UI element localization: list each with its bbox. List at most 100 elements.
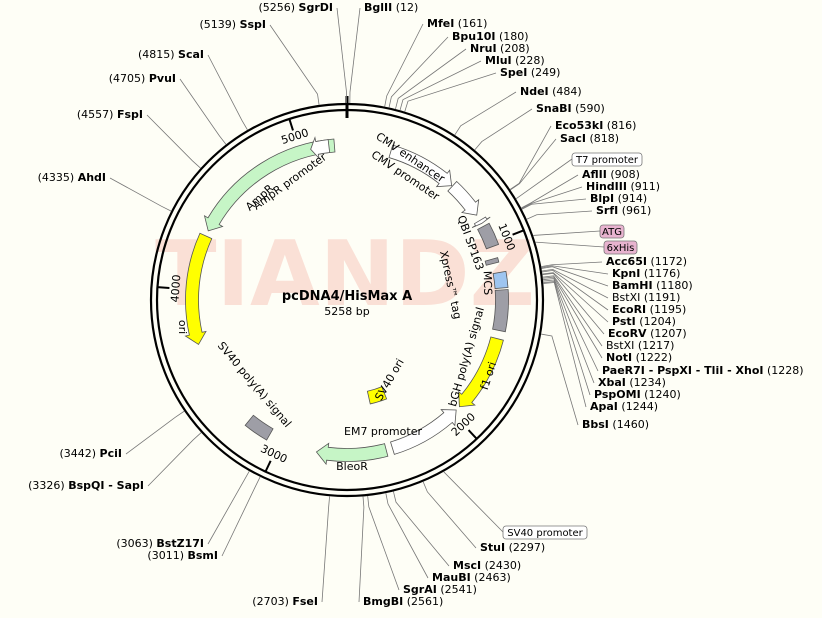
site-name: HindIII xyxy=(586,180,627,193)
feature-label-bleor: BleoR xyxy=(336,460,368,473)
site-position: (911) xyxy=(627,180,660,193)
site-name: PaeR7I - PspXI - TliI - XhoI xyxy=(602,364,764,377)
leader-line-aflii xyxy=(521,174,579,209)
site-position: (4557) xyxy=(77,108,117,121)
site-label-bstz17i: (3063) BstZ17I xyxy=(116,537,204,550)
site-label-ecori: EcoRI (1195) xyxy=(612,303,686,316)
site-name: EcoRI xyxy=(612,303,646,316)
leader-line-pvui xyxy=(179,78,227,145)
site-position: (1460) xyxy=(609,418,649,431)
site-label-pvui: (4705) PvuI xyxy=(109,72,176,85)
feature-cmv-promoter xyxy=(447,180,480,216)
site-label-pcii: (3442) PciI xyxy=(59,447,122,460)
callout-line-sv40-promoter xyxy=(443,471,504,533)
callout-box-atg xyxy=(599,224,625,239)
leader-line-pspomi xyxy=(543,281,591,396)
site-name: BamHI xyxy=(612,279,653,292)
feature-mcs xyxy=(492,270,509,289)
site-name: SgrAI xyxy=(403,583,437,596)
leader-line-ecorv xyxy=(542,272,605,335)
feature-label-mcs: MCS xyxy=(481,271,495,296)
feature-ampr-promoter xyxy=(310,136,331,160)
site-name: MfeI xyxy=(427,17,454,30)
site-label-acc65i: Acc65I (1172) xyxy=(606,255,687,268)
site-name: EcoRV xyxy=(608,327,647,340)
feature-label-em7-promoter: EM7 promoter xyxy=(344,425,422,438)
site-position: (1234) xyxy=(626,376,666,389)
site-name: NruI xyxy=(470,42,497,55)
site-label-xbai: XbaI (1234) xyxy=(598,376,666,389)
site-label-msci: MscI (2430) xyxy=(453,559,521,572)
site-position: (180) xyxy=(496,30,529,43)
site-label-sspi: (5139) SspI xyxy=(199,18,266,31)
site-position: (1228) xyxy=(764,364,804,377)
site-label-ahdi: (4335) AhdI xyxy=(38,171,106,184)
site-position: (1195) xyxy=(646,303,686,316)
site-label-mlui: MluI (228) xyxy=(485,54,545,67)
site-position: (484) xyxy=(549,85,582,98)
site-label-mfei: MfeI (161) xyxy=(427,17,487,30)
site-position: (908) xyxy=(607,168,640,181)
callout-line-6xhis xyxy=(535,241,605,248)
callout-box-t7-promoter xyxy=(571,152,643,167)
site-position: (3442) xyxy=(59,447,99,460)
site-position: (2297) xyxy=(505,541,545,554)
tick-mark-1000 xyxy=(512,229,525,236)
callout-box-6xhis xyxy=(603,240,638,255)
site-position: (3326) xyxy=(28,479,68,492)
site-name: Bpu10I xyxy=(452,30,496,43)
leader-line-sgrai xyxy=(367,495,400,591)
site-position: (228) xyxy=(512,54,545,67)
callout-box-sv40-promoter xyxy=(502,525,588,540)
feature-bleor xyxy=(315,442,389,466)
site-name: FseI xyxy=(292,595,318,608)
site-name: PstI xyxy=(612,315,636,328)
site-name: XbaI xyxy=(598,376,626,389)
site-name: BsmI xyxy=(188,549,219,562)
site-name: MluI xyxy=(485,54,512,67)
site-position: (4335) xyxy=(38,171,78,184)
site-name: BlpI xyxy=(590,192,614,205)
site-position: (2561) xyxy=(403,595,443,608)
feature-em7-promoter xyxy=(390,409,457,455)
site-position: (2463) xyxy=(471,571,511,584)
callout-label-sv40-promoter: SV40 promoter xyxy=(507,528,583,539)
site-position: (12) xyxy=(392,1,418,14)
leader-line-ecori xyxy=(541,269,609,311)
leader-line-bstxi xyxy=(542,275,603,347)
leader-line-acc65i xyxy=(541,261,603,268)
site-position: (249) xyxy=(527,66,560,79)
leader-line-apai xyxy=(543,282,587,408)
site-label-scai: (4815) ScaI xyxy=(138,48,204,61)
site-label-nrui: NruI (208) xyxy=(470,42,530,55)
leader-line-hindiii xyxy=(521,186,583,210)
leader-line-bpu10i xyxy=(388,36,449,108)
callout-line-t7-promoter xyxy=(515,158,573,200)
site-position: (3063) xyxy=(116,537,156,550)
feature-label-sv40-ori: SV40 ori xyxy=(372,356,406,403)
site-name: PvuI xyxy=(149,72,176,85)
site-label-bspqi-sapi: (3326) BspQI - SapI xyxy=(28,479,144,492)
leader-line-mfei xyxy=(384,23,424,107)
site-label-bsmi: (3011) BsmI xyxy=(147,549,218,562)
site-position: (816) xyxy=(603,119,636,132)
site-position: (818) xyxy=(586,132,619,145)
feature-xpress-tag xyxy=(484,257,500,266)
site-label-ndei: NdeI (484) xyxy=(520,85,582,98)
site-position: (2430) xyxy=(481,559,521,572)
site-name: SpeI xyxy=(500,66,527,79)
leader-line-sspi xyxy=(269,24,320,106)
leader-line-fspi xyxy=(146,114,201,169)
tick-mark-2000 xyxy=(467,429,478,440)
callout-label-t7-promoter: T7 promoter xyxy=(575,155,639,166)
site-label-hindiii: HindIII (911) xyxy=(586,180,660,193)
site-name: BstXI xyxy=(612,291,640,304)
callout-label-6xhis: 6xHis xyxy=(607,243,635,254)
site-leader-lines xyxy=(109,7,609,603)
site-label-fsei: (2703) FseI xyxy=(252,595,318,608)
site-label-eco53ki: Eco53kI (816) xyxy=(555,119,636,132)
site-name: BspQI - SapI xyxy=(68,479,144,492)
